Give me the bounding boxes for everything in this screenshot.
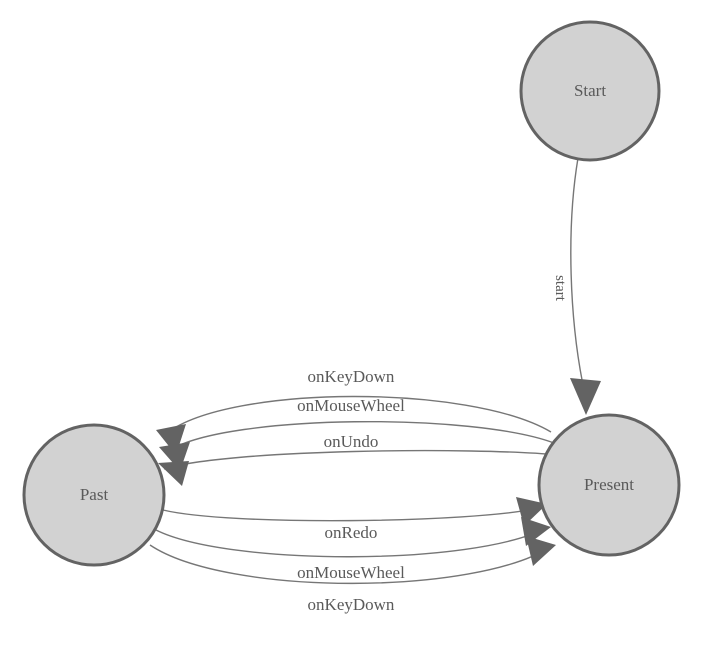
node-present-circle: [537, 413, 681, 557]
edge-label-present-past-onundo: onUndo: [324, 432, 379, 451]
edge-path-past-present-onredo: [162, 507, 541, 522]
edge-present-to-past-onundo[interactable]: onUndo: [158, 432, 559, 486]
node-past-circle: [22, 423, 166, 567]
node-present[interactable]: Present: [537, 413, 681, 557]
node-start-label: Start: [574, 81, 606, 100]
edge-past-to-present-onredo[interactable]: onRedo: [162, 497, 547, 542]
edge-start-to-present[interactable]: start: [552, 157, 601, 415]
edge-label-present-past-onmousewheel: onMouseWheel: [297, 396, 405, 415]
node-start[interactable]: Start: [519, 20, 661, 162]
edge-label-past-present-onmousewheel: onMouseWheel: [297, 563, 405, 582]
edge-path-past-present-onmousewheel: [155, 527, 547, 558]
arrowhead-start-present: [570, 378, 601, 415]
arrowhead-present-past-onundo: [158, 461, 189, 486]
edge-label-start: start: [552, 275, 568, 302]
node-past[interactable]: Past: [22, 423, 166, 567]
edge-path-past-present-onkeydown: [149, 544, 553, 585]
node-present-label: Present: [584, 475, 634, 494]
edge-path-present-past-onkeydown: [166, 395, 552, 434]
edge-label-present-past-onkeydown: onKeyDown: [308, 367, 395, 386]
edge-label-past-present-onredo: onRedo: [325, 523, 378, 542]
node-past-label: Past: [80, 485, 109, 504]
edge-past-to-present-onkeydown[interactable]: onKeyDown: [149, 536, 556, 614]
edge-path-start-present: [570, 157, 584, 386]
edge-label-past-present-onkeydown: onKeyDown: [308, 595, 395, 614]
arrowhead-past-present-onkeydown: [526, 536, 556, 566]
edge-path-present-past-onundo: [163, 449, 559, 470]
node-start-circle: [519, 20, 661, 162]
edge-path-present-past-onmousewheel: [169, 420, 555, 451]
